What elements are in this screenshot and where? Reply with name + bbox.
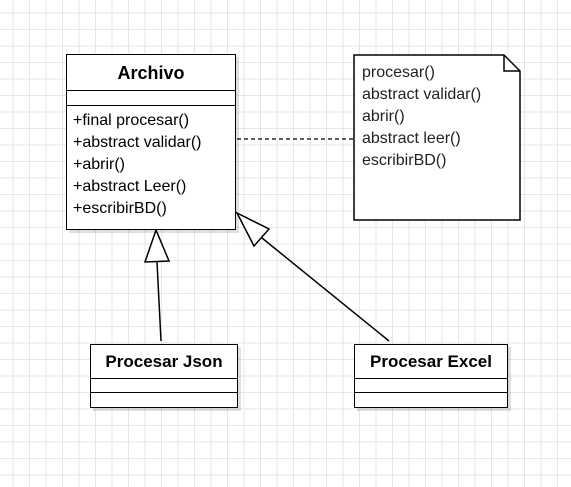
class-procesar-excel-attributes [355, 379, 507, 393]
note-shape [353, 54, 521, 221]
class-archivo-attributes [67, 91, 235, 106]
note-text: procesar() abstract validar() abrir() ab… [362, 62, 481, 172]
class-procesar-excel-name: Procesar Excel [355, 345, 507, 379]
operation-escribirbd: +escribirBD() [73, 200, 167, 217]
operation-leer: +abstract Leer() [73, 178, 187, 195]
generalization-arrowhead-excel [235, 211, 271, 248]
class-archivo-operations: +final procesar() +abstract validar() +a… [67, 106, 235, 224]
operation-validar: +abstract validar() [73, 134, 202, 151]
operation-abrir: +abrir() [73, 156, 126, 173]
note-line: abrir() [362, 108, 405, 125]
operation-procesar: +final procesar() [73, 112, 190, 129]
class-archivo[interactable]: Archivo +final procesar() +abstract vali… [66, 54, 236, 230]
generalization-line-excel[interactable] [261, 237, 390, 342]
note-line: procesar() [362, 64, 435, 81]
class-archivo-name: Archivo [67, 55, 235, 91]
class-procesar-json[interactable]: Procesar Json [90, 344, 238, 408]
uml-note[interactable]: procesar() abstract validar() abrir() ab… [353, 54, 521, 221]
note-line: abstract validar() [362, 86, 482, 103]
generalization-arrowhead-json [143, 227, 171, 263]
class-procesar-excel[interactable]: Procesar Excel [354, 344, 508, 408]
note-line: escribirBD() [362, 152, 447, 169]
generalization-line-json[interactable] [156, 261, 162, 342]
class-procesar-json-attributes [91, 379, 237, 393]
note-line: abstract leer() [362, 130, 461, 147]
class-procesar-excel-operations [355, 393, 507, 401]
class-procesar-json-operations [91, 393, 237, 401]
class-procesar-json-name: Procesar Json [91, 345, 237, 379]
